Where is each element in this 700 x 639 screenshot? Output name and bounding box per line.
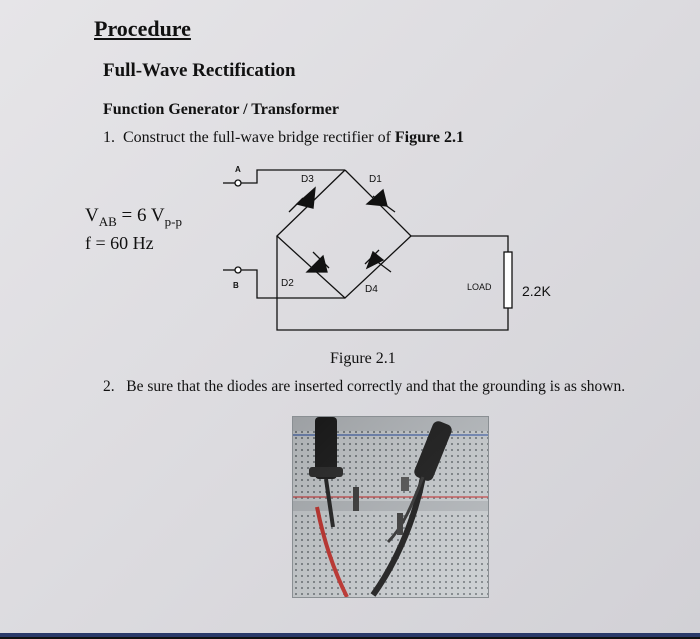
voltage-unit-subscript: p-p (164, 213, 182, 229)
voltage-spec: VAB = 6 Vp-p (85, 205, 182, 230)
step-2-number: 2. (103, 378, 115, 395)
load-value: 2.2K (522, 283, 551, 299)
wire-output-bottom (276, 236, 509, 331)
node-b-label: B (233, 281, 239, 290)
step-1-number: 1. (103, 129, 115, 146)
terminal-b (234, 266, 242, 274)
d4-label: D4 (365, 284, 378, 295)
section-title: Full-Wave Rectification (103, 60, 296, 81)
d2-label: D2 (281, 278, 294, 289)
bridge-rectifier-schematic: A B D3 D1 D2 D4 LOAD 2.2K (223, 165, 551, 331)
wire-b (241, 269, 300, 299)
voltage-subscript: AB (98, 213, 117, 229)
diode-d4 (364, 249, 392, 273)
wire-output-top (411, 235, 509, 252)
bridge-diamond (276, 169, 412, 299)
figure-caption: Figure 2.1 (330, 350, 396, 367)
diode-d3 (288, 186, 316, 213)
step-2-text: Be sure that the diodes are inserted cor… (126, 378, 626, 395)
terminal-a (234, 179, 242, 187)
voltage-symbol: V (85, 205, 99, 226)
diode-d2 (305, 251, 330, 273)
load-label: LOAD (467, 282, 492, 292)
frequency-spec: f = 60 Hz (85, 233, 154, 253)
node-a-label: A (235, 165, 241, 174)
breadboard-photo-graphic (293, 417, 488, 597)
d1-label: D1 (369, 174, 382, 185)
d3-label: D3 (301, 174, 314, 185)
subsection-title: Function Generator / Transformer (103, 101, 339, 118)
diode-d1 (365, 188, 396, 213)
load-resistor (503, 251, 513, 309)
wire-a (241, 169, 300, 184)
procedure-heading: Procedure (94, 16, 191, 41)
step-2: 2. Be sure that the diodes are inserted … (103, 378, 625, 396)
breadboard-photo (292, 416, 489, 598)
step-1-figure-ref: Figure 2.1 (394, 129, 464, 146)
voltage-value: = 6 V (116, 205, 165, 226)
step-1: 1. Construct the full-wave bridge rectif… (103, 129, 464, 147)
step-1-text: Construct the full-wave bridge rectifier… (123, 129, 395, 146)
